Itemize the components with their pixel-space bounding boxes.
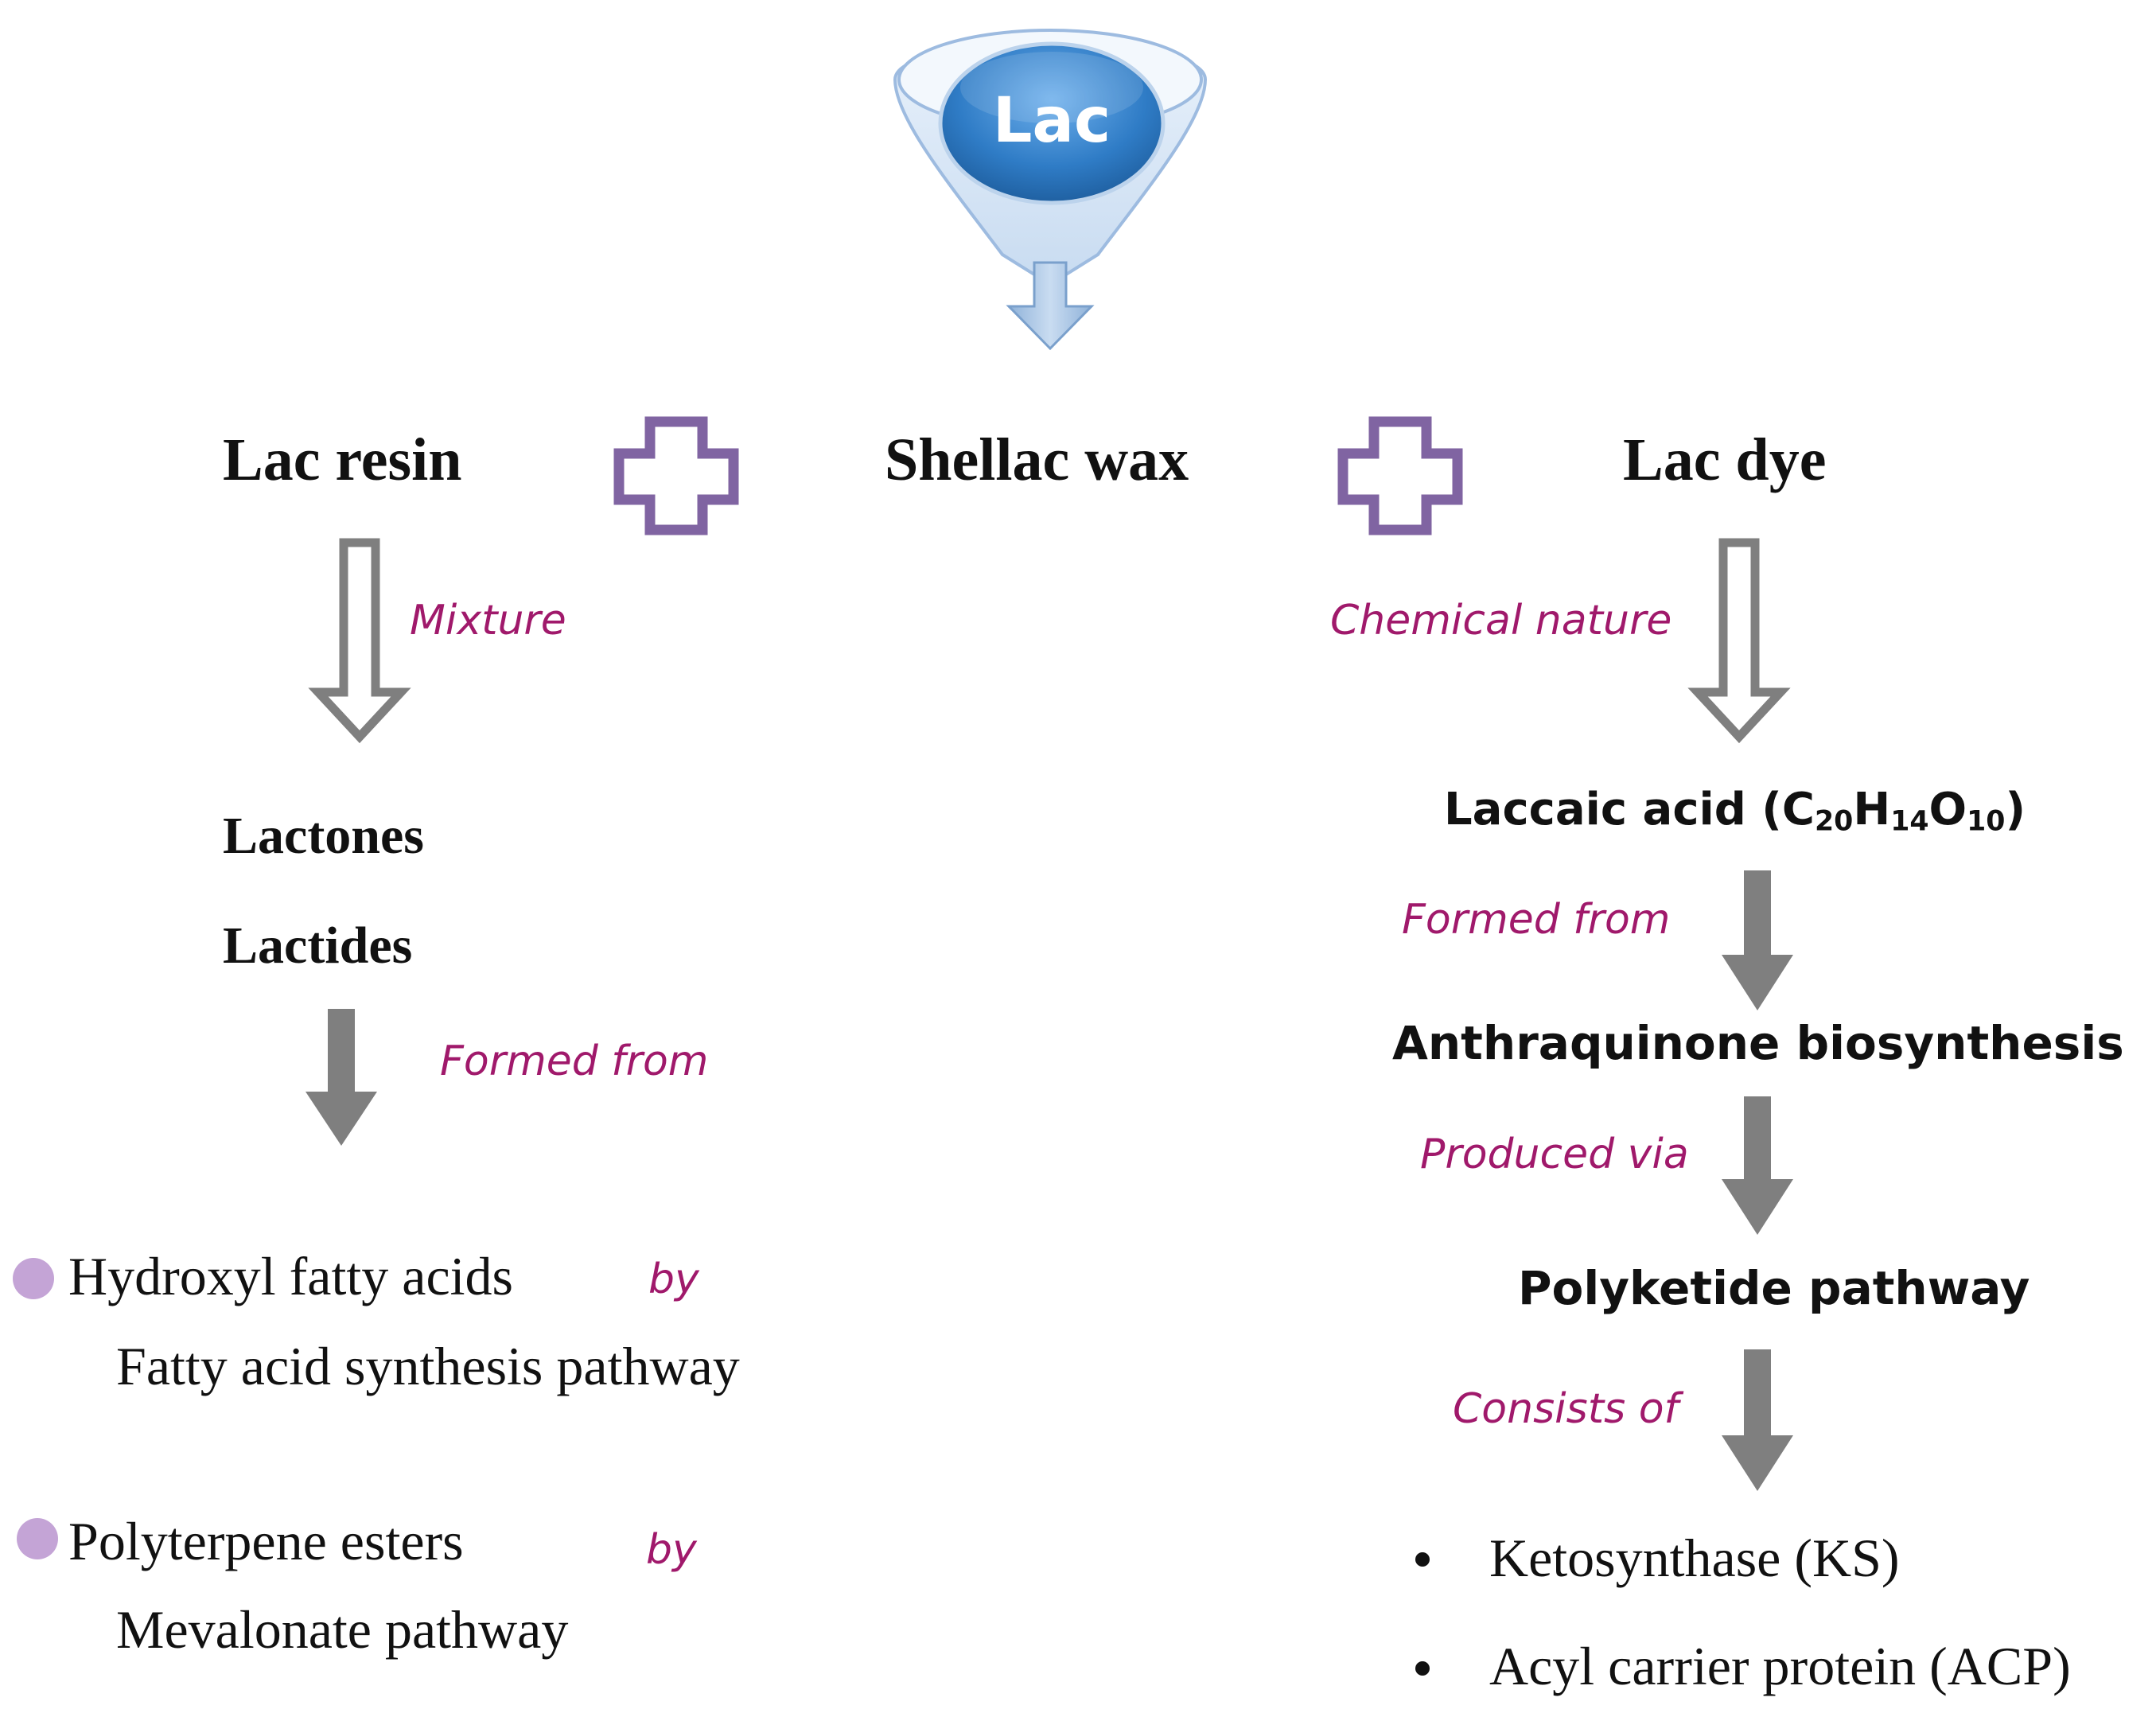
lactides-label: Lactides bbox=[223, 917, 413, 975]
mixture-label: Mixture bbox=[410, 597, 566, 644]
down-arrow-icon bbox=[305, 1009, 377, 1146]
hydroxyl-fatty-acids-label: Hydroxyl fatty acids bbox=[68, 1246, 513, 1306]
fatty-acid-synthesis-pathway-label: Fatty acid synthesis pathway bbox=[116, 1336, 740, 1396]
consists-of-label: Consists of bbox=[1453, 1385, 1679, 1433]
lac-oval bbox=[938, 41, 1166, 205]
acyl-carrier-protein-label: Acyl carrier protein (ACP) bbox=[1489, 1636, 2071, 1696]
mevalonate-pathway-label: Mevalonate pathway bbox=[116, 1599, 569, 1660]
bullet-icon bbox=[13, 1258, 54, 1299]
down-arrow-icon bbox=[1722, 1096, 1793, 1235]
ketosynthase-label: Ketosynthase (KS) bbox=[1489, 1528, 1900, 1588]
chemical-nature-label: Chemical nature bbox=[1330, 597, 1672, 644]
down-arrow-icon bbox=[1722, 870, 1793, 1010]
down-arrow-icon bbox=[1722, 1349, 1793, 1491]
bullet-icon bbox=[17, 1518, 58, 1559]
lac-label: Lac bbox=[992, 85, 1111, 157]
lactones-label: Lactones bbox=[223, 807, 424, 865]
bullet-icon bbox=[1415, 1661, 1430, 1676]
plus-icon bbox=[1337, 416, 1463, 535]
hollow-down-arrow-icon bbox=[308, 538, 411, 744]
laccaic-acid-label: Laccaic acid (C20H14O10) bbox=[1444, 784, 2026, 838]
hollow-down-arrow-icon bbox=[1687, 538, 1791, 744]
lac-resin-label: Lac resin bbox=[223, 426, 462, 493]
formed-from-label: Formed from bbox=[1402, 896, 1671, 944]
shellac-wax-label: Shellac wax bbox=[885, 426, 1189, 493]
formed-from-label: Formed from bbox=[440, 1038, 709, 1085]
plus-icon bbox=[613, 416, 739, 535]
bullet-icon bbox=[1415, 1552, 1430, 1567]
down-arrow-icon bbox=[1006, 261, 1095, 351]
by-label: by bbox=[646, 1526, 697, 1574]
produced-via-label: Produced via bbox=[1420, 1131, 1689, 1178]
polyketide-pathway-label: Polyketide pathway bbox=[1518, 1261, 2030, 1315]
polyterpene-esters-label: Polyterpene esters bbox=[68, 1511, 464, 1571]
by-label: by bbox=[648, 1256, 699, 1303]
anthraquinone-biosynthesis-label: Anthraquinone biosynthesis bbox=[1392, 1016, 2124, 1070]
lac-dye-label: Lac dye bbox=[1623, 426, 1827, 493]
